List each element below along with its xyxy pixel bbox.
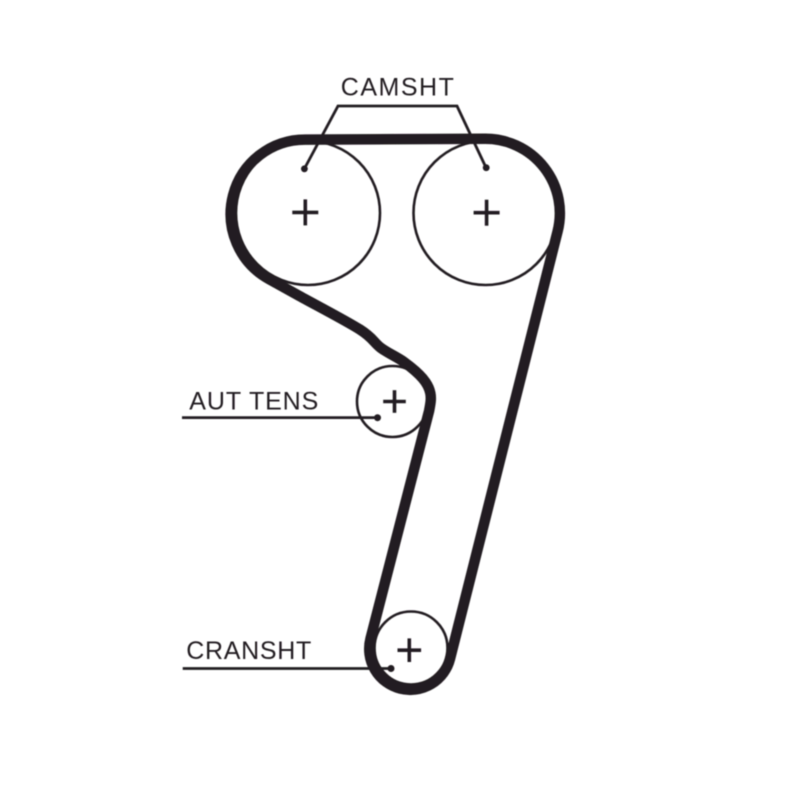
svg-text:AUT TENS: AUT TENS — [189, 388, 319, 416]
svg-text:CRANSHT: CRANSHT — [186, 637, 312, 665]
svg-text:CAMSHT: CAMSHT — [341, 73, 456, 101]
